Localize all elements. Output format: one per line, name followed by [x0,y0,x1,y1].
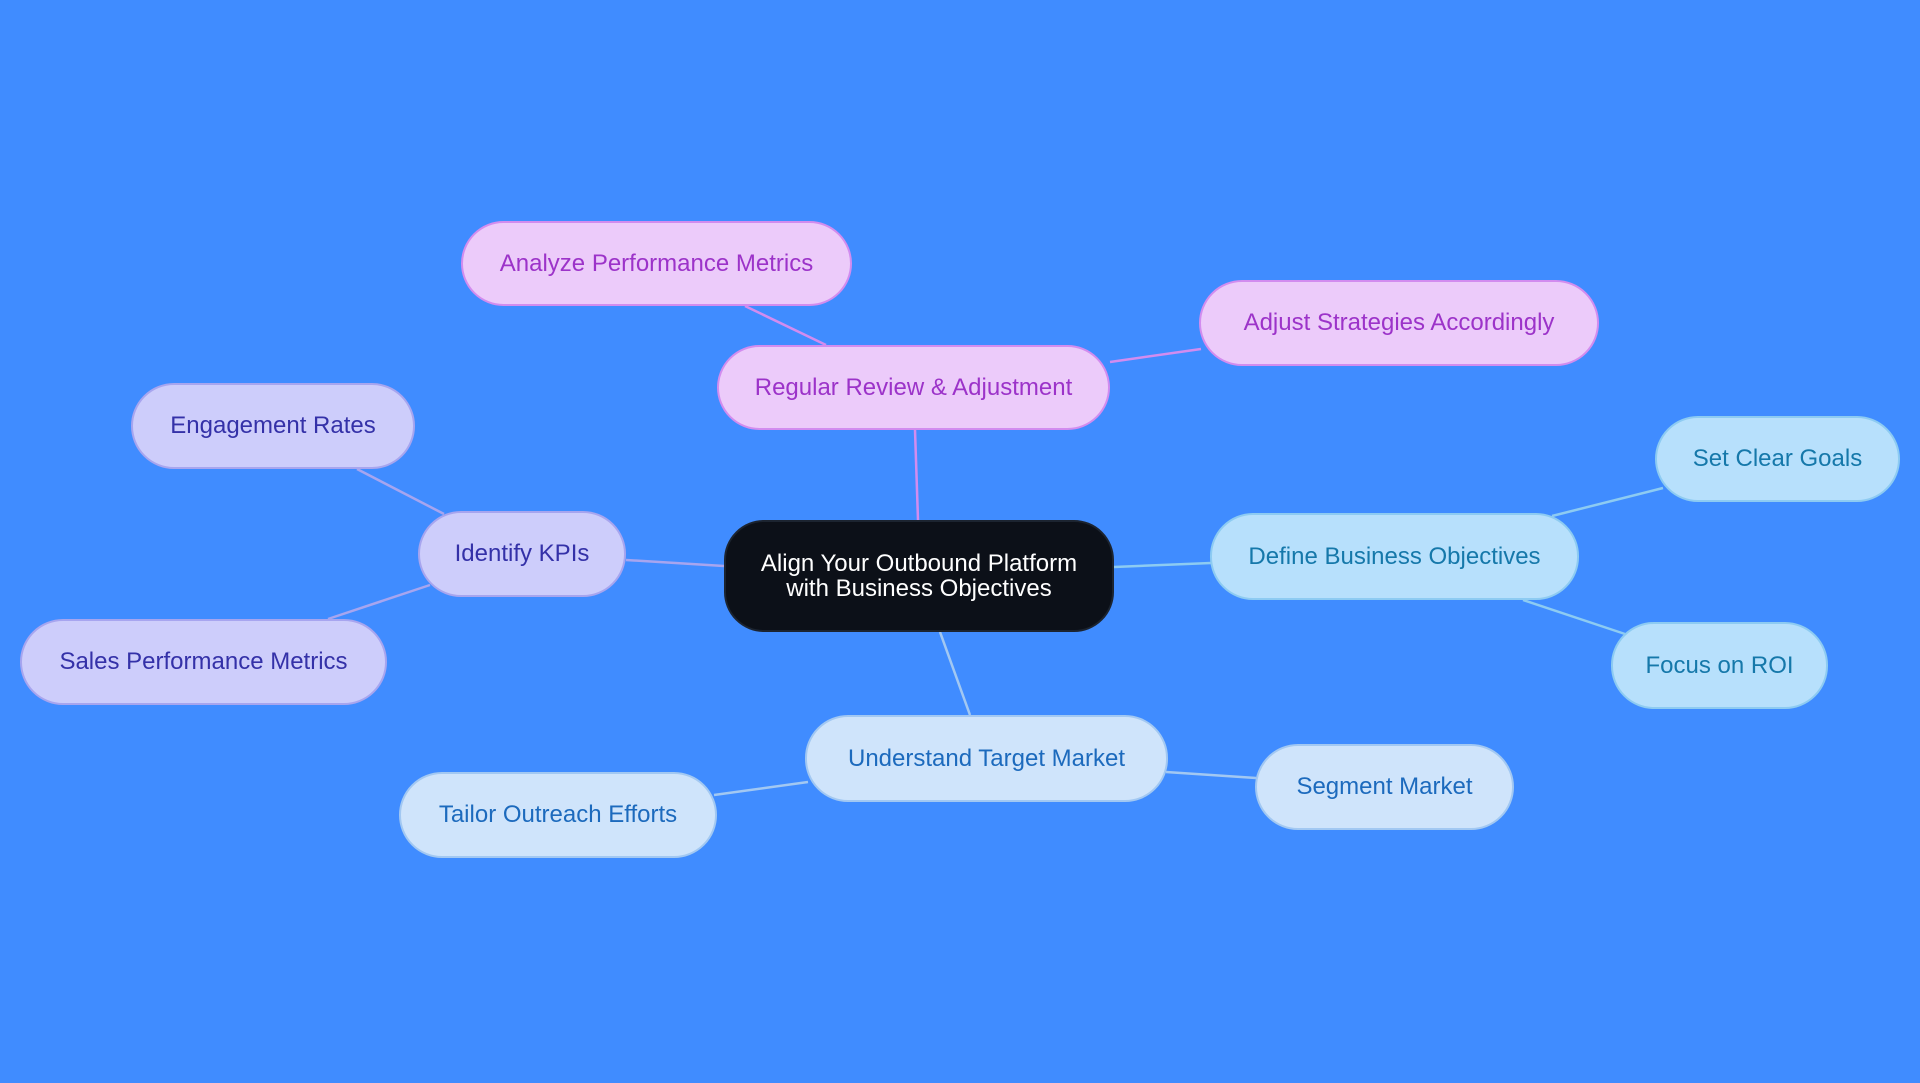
leaf-node-focus-roi: Focus on ROI [1611,622,1828,709]
edge-review-analyze [744,304,827,347]
branch-node-objectives: Define Business Objectives [1210,513,1579,600]
edge-market-tailor [713,780,809,797]
branch-node-review-label: Regular Review & Adjustment [754,373,1073,401]
edge-objectives-goals [1551,486,1664,518]
leaf-node-sales-performance: Sales Performance Metrics [20,619,387,705]
edge-root-objectives [1113,561,1212,569]
branch-node-market-label: Understand Target Market [847,744,1126,772]
edge-objectives-roi [1522,598,1626,636]
branch-node-objectives-label: Define Business Objectives [1248,542,1541,570]
edge-market-segment [1165,770,1257,780]
leaf-node-segment-market: Segment Market [1255,744,1514,830]
leaf-node-engagement-rates-label: Engagement Rates [170,412,376,440]
branch-node-kpis: Identify KPIs [418,511,626,597]
branch-node-kpis-label: Identify KPIs [454,540,590,568]
root-node: Align Your Outbound Platform with Busine… [724,520,1114,632]
leaf-node-segment-market-label: Segment Market [1296,773,1473,801]
edge-root-kpis [625,558,725,568]
edge-review-adjust [1109,347,1202,364]
branch-node-market: Understand Target Market [805,715,1168,802]
leaf-node-sales-performance-label: Sales Performance Metrics [59,648,348,676]
edge-kpis-engagement [356,467,445,516]
leaf-node-focus-roi-label: Focus on ROI [1645,651,1794,679]
leaf-node-set-goals: Set Clear Goals [1655,416,1900,502]
leaf-node-tailor-outreach-label: Tailor Outreach Efforts [438,801,678,829]
leaf-node-engagement-rates: Engagement Rates [131,383,415,469]
edge-root-market [938,631,972,716]
leaf-node-adjust-strategies-label: Adjust Strategies Accordingly [1243,309,1555,337]
branch-node-review: Regular Review & Adjustment [717,345,1110,430]
edge-kpis-sales [327,583,431,621]
leaf-node-tailor-outreach: Tailor Outreach Efforts [399,772,717,858]
leaf-node-analyze-metrics: Analyze Performance Metrics [461,221,852,306]
root-node-label: Align Your Outbound Platform with Busine… [760,549,1078,602]
leaf-node-analyze-metrics-label: Analyze Performance Metrics [499,249,814,277]
leaf-node-set-goals-label: Set Clear Goals [1692,445,1863,473]
edge-root-review [913,429,920,521]
leaf-node-adjust-strategies: Adjust Strategies Accordingly [1199,280,1599,366]
